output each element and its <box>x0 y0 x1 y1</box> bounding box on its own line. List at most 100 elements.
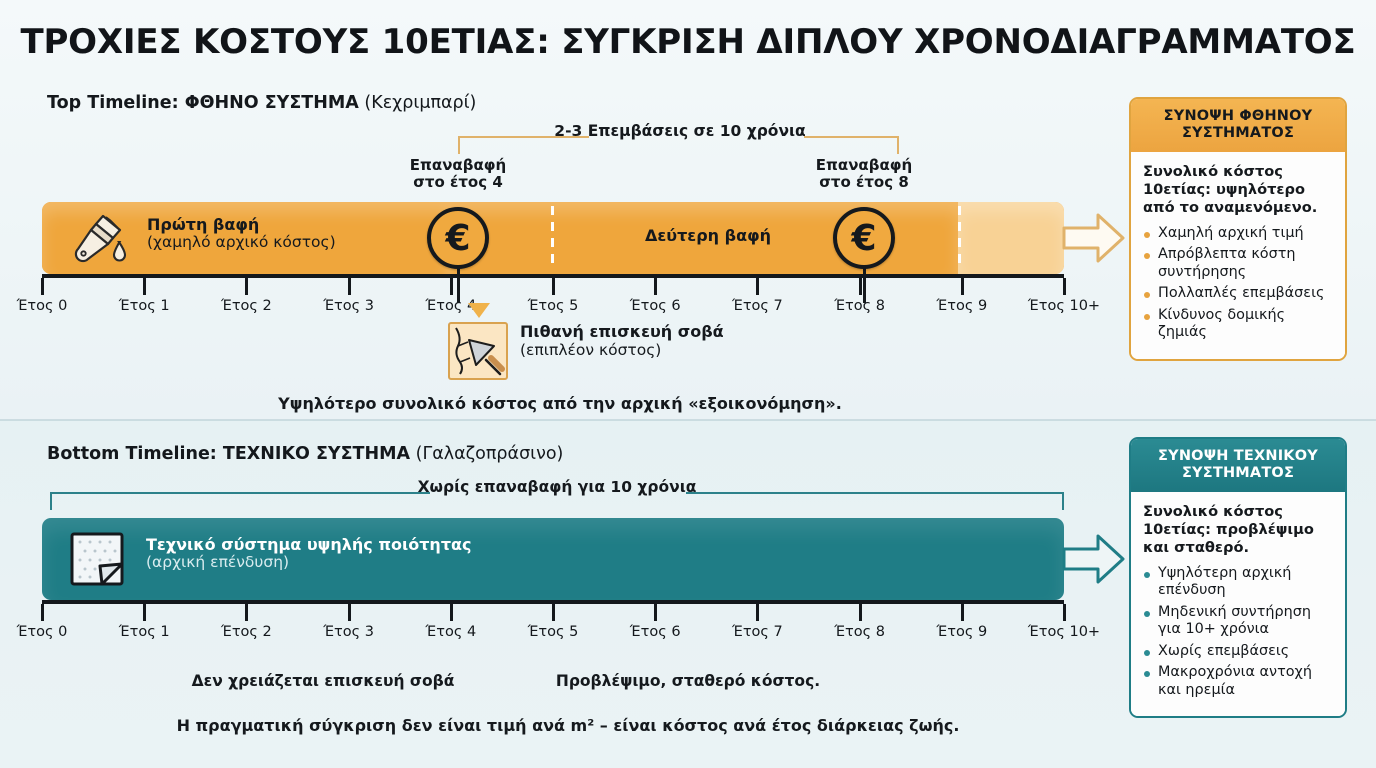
plaster-trowel-icon <box>448 322 508 380</box>
axis-label: Έτος 5 <box>527 298 579 314</box>
top-timeline-label: Top Timeline: ΦΘΗΝΟ ΣΥΣΤΗΜΑ (Κεχριμπαρί) <box>47 93 476 113</box>
axis-label: Έτος 1 <box>118 298 170 314</box>
axis-tick <box>756 278 760 295</box>
top-bar-dash-year5 <box>551 206 554 270</box>
axis-tick <box>858 278 862 295</box>
axis-tick <box>41 604 44 621</box>
summary-card-technical-lead: Συνολικό κόστος 10ετίας: προβλέψιμο και … <box>1143 503 1314 557</box>
euro-marker-year8[interactable]: € <box>833 207 895 269</box>
axis-label: Έτος 3 <box>323 624 374 640</box>
euro-stem-year4 <box>457 265 460 303</box>
summary-card-cheap-item: Χαμηλή αρχική τιμή <box>1143 225 1333 243</box>
plaster-repair-title: Πιθανή επισκευή σοβά <box>520 322 724 341</box>
axis-label: Έτος 2 <box>221 624 272 640</box>
top-bar-label-first-coat: Πρώτη βαφή (χαμηλό αρχικό κόστος) <box>147 216 336 252</box>
plaster-pointer-arrow-icon <box>468 303 490 318</box>
bottom-axis-line <box>42 600 1064 604</box>
axis-tick <box>1063 604 1066 621</box>
top-bracket: 2-3 Επεμβάσεις σε 10 χρόνια <box>458 122 899 156</box>
bottom-bracket: Χωρίς επαναβαφή για 10 χρόνια <box>50 478 1064 512</box>
summary-card-cheap-heading: ΣΥΝΟΨΗ ΦΘΗΝΟΥ ΣΥΣΤΗΜΑΤΟΣ <box>1131 99 1345 153</box>
axis-label: Έτος 10+ <box>1027 298 1101 314</box>
axis-label: Έτος 0 <box>16 624 68 640</box>
summary-card-technical-body: Συνολικό κόστος 10ετίας: προβλέψιμο και … <box>1131 492 1345 717</box>
plaster-repair-text: Πιθανή επισκευή σοβά (επιπλέον κόστος) <box>520 322 724 360</box>
bottom-timeline-bar: Τεχνικό σύστημα υψηλής ποιότητας (αρχική… <box>42 518 1064 600</box>
summary-card-technical-item: Μηδενική συντήρηση για 10+ χρόνια <box>1143 604 1333 639</box>
axis-label: Έτος 8 <box>834 624 885 640</box>
axis-label: Έτος 2 <box>221 298 272 314</box>
axis-tick <box>449 604 453 621</box>
summary-card-technical-item: Μακροχρόνια αντοχή και ηρεμία <box>1143 664 1333 699</box>
bottom-timeline-label: Bottom Timeline: ΤΕΧΝΙΚΟ ΣΥΣΤΗΜΑ (Γαλαζο… <box>47 444 563 464</box>
axis-tick <box>960 278 964 295</box>
top-bracket-arm-right <box>804 136 899 138</box>
bottom-timeline: Χωρίς επαναβαφή για 10 χρόνια Τε <box>17 470 1125 700</box>
top-bar-label-first-coat-title: Πρώτη βαφή <box>147 215 260 234</box>
top-bracket-arm-left <box>458 136 589 138</box>
axis-label: Έτος 5 <box>527 624 579 640</box>
axis-label: Έτος 6 <box>629 624 681 640</box>
bottom-footnote: Η πραγματική σύγκριση δεν είναι τιμή ανά… <box>176 716 960 735</box>
plaster-repair-subtitle: (επιπλέον κόστος) <box>520 341 662 360</box>
axis-tick <box>654 604 658 621</box>
axis-tick <box>347 604 351 621</box>
axis-tick <box>960 604 964 621</box>
summary-card-cheap-item: Απρόβλεπτα κόστη συντήρησης <box>1143 246 1333 281</box>
axis-tick <box>143 278 147 295</box>
bottom-bracket-tick-left <box>50 492 52 510</box>
repaint-caption-year8-line1: Επαναβαφή <box>815 156 913 174</box>
top-timeline-bar: Πρώτη βαφή (χαμηλό αρχικό κόστος) Δεύτερ… <box>42 202 1064 274</box>
axis-label: Έτος 9 <box>936 298 988 314</box>
axis-tick <box>449 278 453 295</box>
bottom-bar-label: Τεχνικό σύστημα υψηλής ποιότητας (αρχική… <box>146 536 472 572</box>
summary-card-technical-item: Χωρίς επεμβάσεις <box>1143 643 1333 661</box>
euro-marker-year4[interactable]: € <box>427 207 489 269</box>
top-footnote: Υψηλότερο συνολικό κόστος από την αρχική… <box>278 394 842 413</box>
axis-label: Έτος 7 <box>732 624 783 640</box>
axis-label: Έτος 4 <box>425 624 477 640</box>
top-timeline: 2-3 Επεμβάσεις σε 10 χρόνια Επαναβαφή στ… <box>17 110 1125 410</box>
axis-tick <box>41 278 44 295</box>
repaint-caption-year4-line1: Επαναβαφή <box>409 156 507 174</box>
axis-label: Έτος 1 <box>118 624 170 640</box>
bottom-bracket-arm-right <box>686 492 1064 494</box>
plaster-repair-note: Πιθανή επισκευή σοβά (επιπλέον κόστος) <box>448 322 724 380</box>
top-bracket-tick-left <box>458 136 460 154</box>
summary-card-cheap-lead: Συνολικό κόστος 10ετίας: υψηλότερο από τ… <box>1143 163 1318 217</box>
axis-label: Έτος 0 <box>16 298 68 314</box>
euro-symbol-year8: € <box>851 217 877 259</box>
axis-label: Έτος 10+ <box>1027 624 1101 640</box>
repaint-caption-year8-line2: στο έτος 8 <box>819 173 909 192</box>
repaint-caption-year8: Επαναβαφή στο έτος 8 <box>815 156 913 192</box>
axis-tick <box>756 604 760 621</box>
axis-label: Έτος 9 <box>936 624 988 640</box>
bottom-timeline-label-bold: Bottom Timeline: ΤΕΧΝΙΚΟ ΣΥΣΤΗΜΑ <box>47 444 411 464</box>
bottom-bar-forward-arrow-icon <box>1062 527 1126 595</box>
top-bar-label-second-coat-title: Δεύτερη βαφή <box>645 226 771 245</box>
bottom-bracket-text: Χωρίς επαναβαφή για 10 χρόνια <box>417 478 697 496</box>
top-bracket-text: 2-3 Επεμβάσεις σε 10 χρόνια <box>554 122 806 140</box>
repaint-caption-year4: Επαναβαφή στο έτος 4 <box>409 156 507 192</box>
axis-label: Έτος 8 <box>834 298 885 314</box>
bottom-bar-label-subtitle: (αρχική επένδυση) <box>146 552 290 571</box>
bottom-note-right: Προβλέψιμο, σταθερό κόστος. <box>555 672 821 690</box>
summary-card-cheap-body: Συνολικό κόστος 10ετίας: υψηλότερο από τ… <box>1131 152 1345 359</box>
axis-tick <box>654 278 658 295</box>
axis-label: Έτος 3 <box>323 298 374 314</box>
repaint-caption-year4-line2: στο έτος 4 <box>413 173 503 192</box>
top-bar-segment-tail <box>958 202 1064 274</box>
top-axis-line <box>42 274 1064 278</box>
top-timeline-label-paren: (Κεχριμπαρί) <box>358 93 477 113</box>
bottom-bracket-tick-right <box>1062 492 1064 510</box>
summary-card-cheap-item: Κίνδυνος δομικής ζημιάς <box>1143 307 1333 342</box>
axis-tick <box>245 604 249 621</box>
axis-tick <box>552 278 555 295</box>
half-divider <box>0 419 1376 421</box>
top-bracket-tick-right <box>897 136 899 154</box>
top-bar-label-first-coat-subtitle: (χαμηλό αρχικό κόστος) <box>147 232 336 251</box>
top-bar-forward-arrow-icon <box>1062 206 1126 274</box>
